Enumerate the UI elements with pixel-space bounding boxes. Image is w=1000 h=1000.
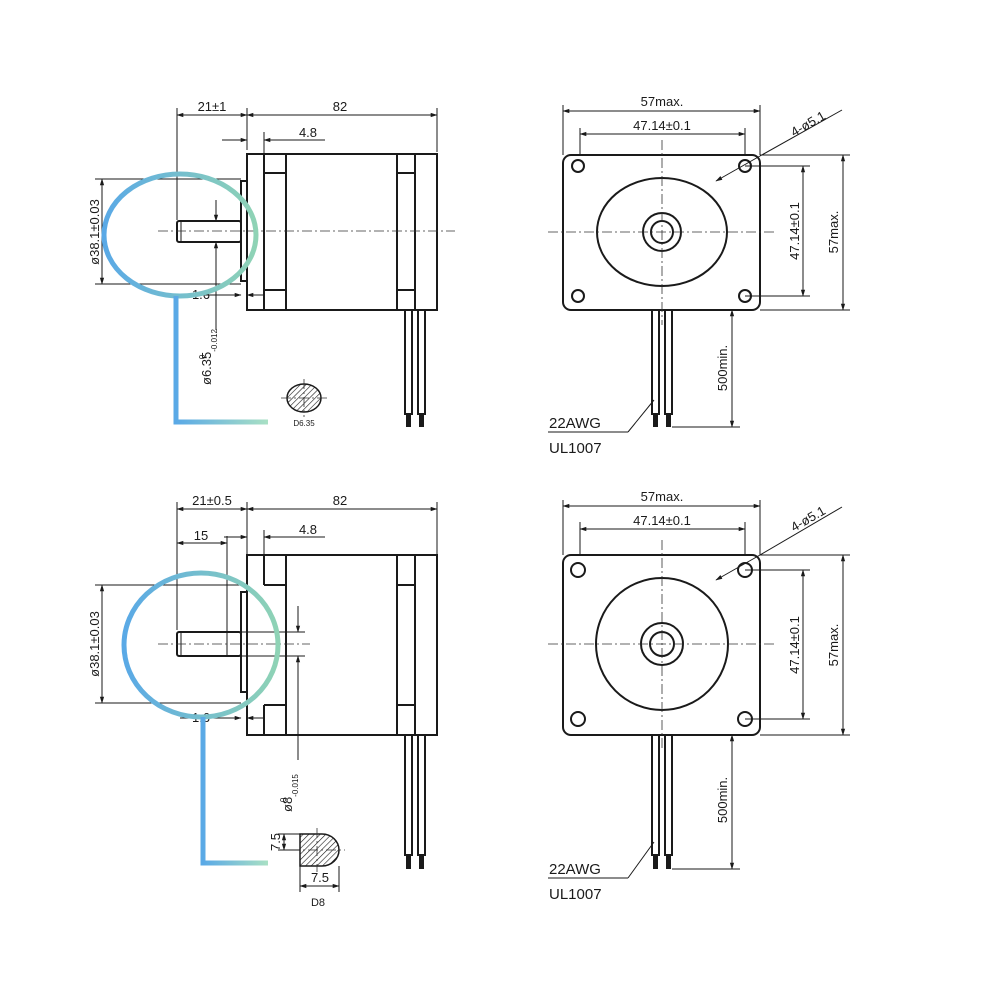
- dim-lead-length: 500min.: [715, 777, 730, 823]
- dim-pilot-diameter: ø38.1±0.03: [87, 611, 102, 677]
- section-label: D6.35: [293, 419, 315, 428]
- dim-flange-label: 4.8: [299, 522, 317, 537]
- bottom-side-view: 21±0.5 82 15 4.8: [87, 493, 438, 909]
- dim-flange: 4.8: [222, 125, 325, 143]
- wire-gauge-label: 22AWG: [549, 861, 601, 878]
- section-dim-vertical: 7.5: [268, 833, 283, 851]
- dim-hole-spec: 4-ø5.1: [788, 108, 828, 140]
- dim-hole-spacing-v: 47.14±0.1: [787, 616, 802, 674]
- dim-height-max: 57max.: [826, 624, 841, 667]
- dim-width-max: 57max.: [641, 94, 684, 109]
- dim-shaft-diameter: ø8-0.0150: [279, 774, 300, 812]
- section-dim-horizontal: 7.5: [311, 870, 329, 885]
- dim-lead-length: 500min.: [715, 345, 730, 391]
- shaft-highlight-callout: [101, 171, 268, 425]
- dim-flange: 4.8: [224, 522, 325, 540]
- dim-shaft-diameter: ø6.35-0.0120: [198, 329, 219, 385]
- lead-wires: [404, 309, 426, 427]
- dim-shaft-length: 21±0.5: [176, 493, 248, 512]
- dim-body-length: 82: [246, 99, 438, 118]
- dim-flat-length: 15: [176, 528, 228, 546]
- dim-hole-spec: 4-ø5.1: [788, 503, 828, 535]
- dim-body-length-label: 82: [333, 493, 347, 508]
- dim-body-length: 82: [246, 493, 438, 512]
- dim-shaft-length: 21±1: [176, 99, 248, 118]
- shaft-section-round: D6.35: [281, 379, 328, 428]
- dim-hole-spacing-h: 47.14±0.1: [633, 513, 691, 528]
- dim-shaft-length-label: 21±0.5: [192, 493, 232, 508]
- dim-flat-length-label: 15: [194, 528, 208, 543]
- wire-gauge-label: 22AWG: [549, 415, 601, 432]
- lead-wires: [651, 734, 673, 869]
- dim-hole-spacing-h: 47.14±0.1: [633, 118, 691, 133]
- front-plate: [562, 154, 761, 311]
- top-side-view: 21±1 82 4.8: [87, 99, 455, 428]
- dim-body-length-label: 82: [333, 99, 347, 114]
- wire-standard-label: UL1007: [549, 440, 602, 457]
- dim-hole-spacing-v: 47.14±0.1: [787, 202, 802, 260]
- shaft: [176, 220, 242, 243]
- dim-shaft-length-label: 21±1: [198, 99, 227, 114]
- dim-height-max: 57max.: [826, 211, 841, 254]
- dim-pilot-diameter: ø38.1±0.03: [87, 199, 102, 265]
- wire-standard-label: UL1007: [549, 886, 602, 903]
- shaft-highlight-callout: [121, 570, 281, 866]
- motor-body: [240, 554, 438, 736]
- dim-width-max: 57max.: [641, 489, 684, 504]
- top-front-view: 57max. 47.14±0.1 4-ø5.1 47.14±0.1 57max.: [548, 94, 850, 457]
- lead-wires: [651, 309, 673, 427]
- dim-flange-label: 4.8: [299, 125, 317, 140]
- bottom-front-view: 57max. 47.14±0.1 4-ø5.1 47.14±0.1 57max.: [548, 489, 850, 903]
- lead-wires: [404, 734, 426, 869]
- motor-body: [240, 153, 438, 311]
- shaft-section-d-cut: 7.5 7.5 D8: [268, 828, 345, 909]
- front-plate: [562, 554, 761, 736]
- section-label: D8: [311, 897, 325, 909]
